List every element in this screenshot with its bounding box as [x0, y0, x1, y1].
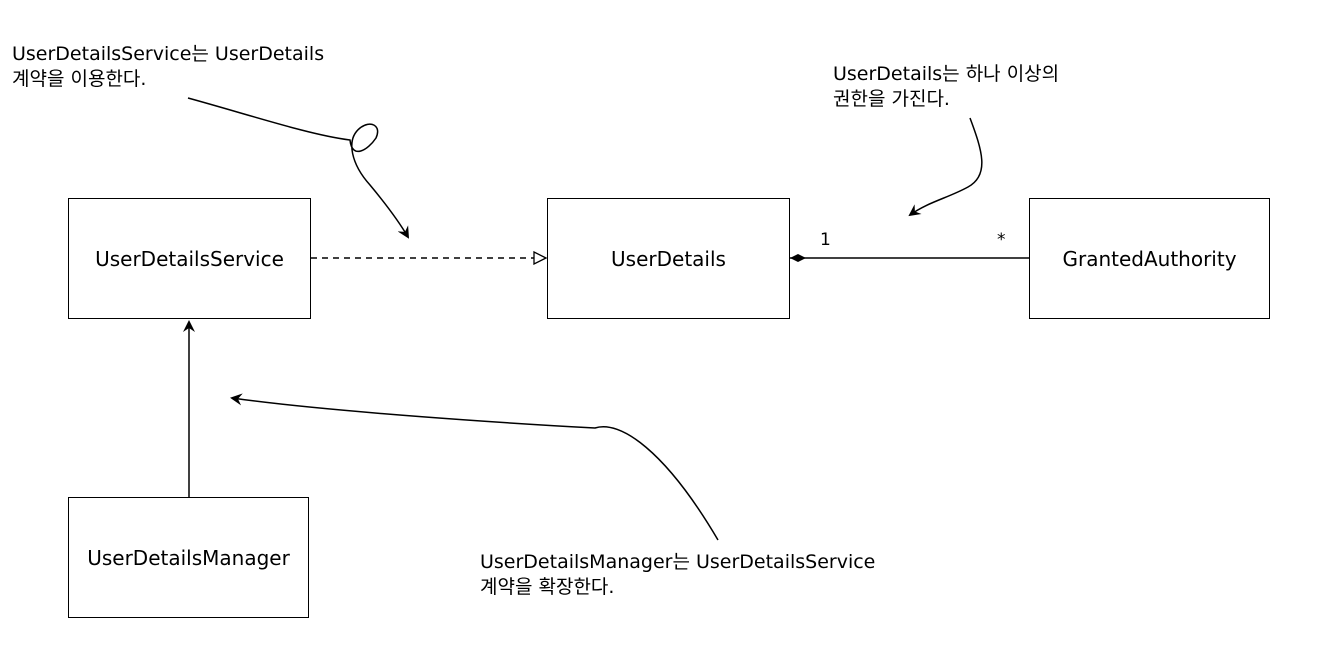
user-details-box[interactable]: UserDetails: [547, 198, 790, 319]
note-line: 계약을 이용한다.: [12, 68, 147, 90]
note-pointer-service: [187, 97, 410, 239]
user-details-label: UserDetails: [611, 246, 726, 271]
note-details-has-authorities: UserDetails는 하나 이상의 권한을 가진다.: [833, 62, 1059, 112]
multiplicity-one: 1: [820, 230, 831, 250]
note-manager-extends-service: UserDetailsManager는 UserDetailsService 계…: [480, 550, 875, 600]
granted-authority-box[interactable]: GrantedAuthority: [1029, 198, 1270, 319]
note-line: UserDetailsManager는 UserDetailsService: [480, 551, 876, 573]
note-line: UserDetails는 하나 이상의: [833, 63, 1060, 85]
user-details-manager-label: UserDetailsManager: [87, 545, 290, 570]
user-details-service-label: UserDetailsService: [95, 246, 284, 271]
note-line: UserDetailsService는 UserDetails: [12, 43, 325, 65]
multiplicity-many: *: [997, 230, 1006, 250]
note-service-uses-contract: UserDetailsService는 UserDetails 계약을 이용한다…: [12, 42, 324, 92]
note-line: 권한을 가진다.: [833, 88, 950, 110]
note-pointer-authority: [908, 117, 983, 217]
user-details-service-box[interactable]: UserDetailsService: [68, 198, 311, 319]
user-details-manager-box[interactable]: UserDetailsManager: [68, 497, 309, 618]
granted-authority-label: GrantedAuthority: [1062, 246, 1237, 271]
note-pointer-manager: [230, 393, 719, 541]
note-line: 계약을 확장한다.: [480, 576, 615, 598]
